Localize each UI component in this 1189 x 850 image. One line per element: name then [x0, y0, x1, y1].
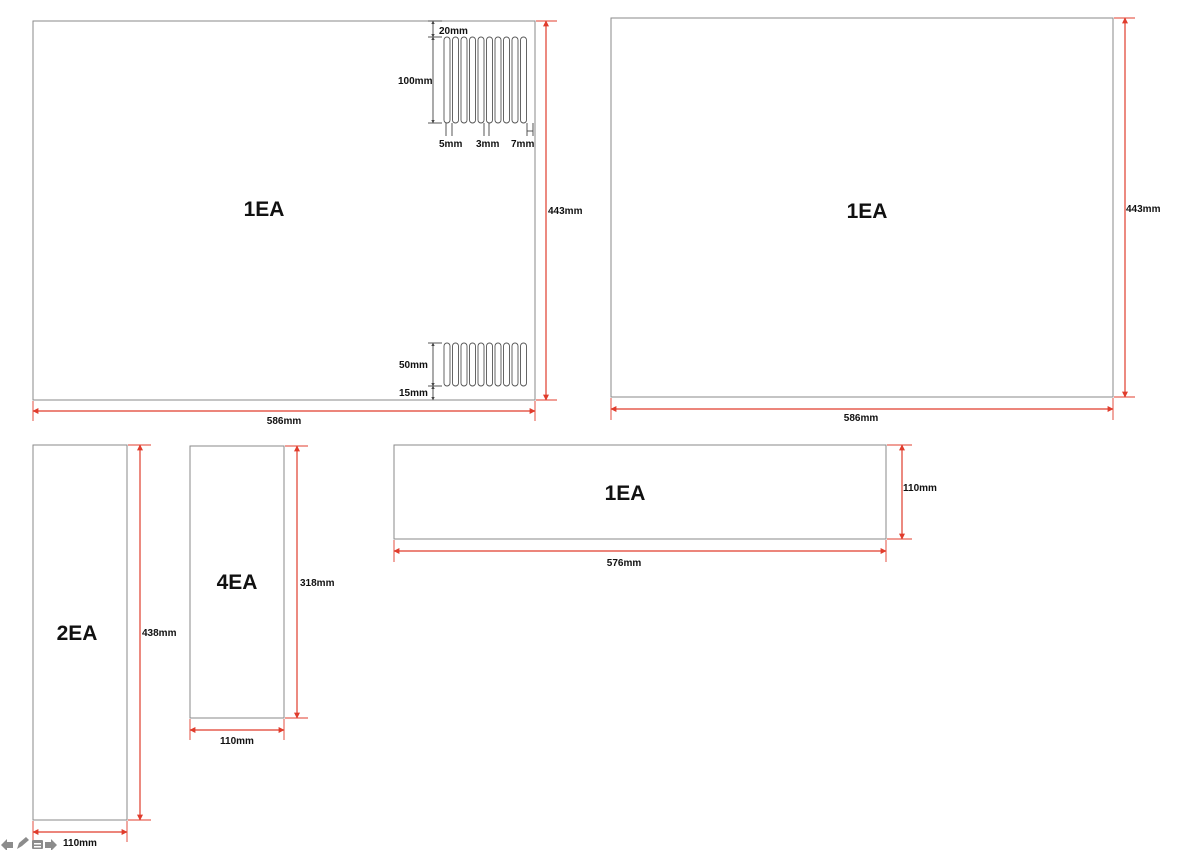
panel-narrow-left-qty: 2EA — [57, 622, 98, 645]
panel-narrow-left-width-label: 110mm — [63, 838, 97, 849]
panel-narrow-left: 2EA 438mm 110mm — [32, 444, 177, 849]
panel-top-left-width-label: 586mm — [267, 416, 302, 427]
panel-top-left-height-label: 443mm — [548, 206, 583, 217]
panel-strip-height-label: 110mm — [903, 483, 937, 494]
slot-edge-label: 7mm — [511, 139, 534, 150]
slot-dimensions — [428, 20, 534, 401]
slot-top-margin-label: 20mm — [439, 26, 468, 37]
panel-top-left: 20mm 100mm 5mm 3mm 7mm 50mm 15mm 1EA 443… — [32, 20, 583, 427]
pencil-icon[interactable] — [17, 837, 29, 849]
panel-top-right-height-label: 443mm — [1126, 204, 1161, 215]
panel-strip: 1EA 110mm 576mm — [393, 444, 937, 569]
slot-length-top-label: 100mm — [398, 76, 433, 87]
panel-strip-qty: 1EA — [605, 482, 646, 505]
slot-group-top — [443, 36, 527, 124]
nav-icons — [1, 837, 57, 850]
panel-top-left-qty: 1EA — [244, 198, 285, 221]
slot-width-label: 5mm — [439, 139, 462, 150]
panel-narrow-mid-height-label: 318mm — [300, 578, 335, 589]
panel-narrow-mid-width-label: 110mm — [220, 736, 254, 747]
back-arrow-icon[interactable] — [1, 839, 13, 850]
panel-top-right: 1EA 443mm 586mm — [610, 17, 1161, 424]
slot-group-bottom — [443, 342, 527, 387]
panel-narrow-mid: 4EA 318mm 110mm — [189, 445, 335, 747]
panel-strip-width-label: 576mm — [607, 558, 642, 569]
panel-top-right-width-label: 586mm — [844, 413, 879, 424]
panel-narrow-mid-qty: 4EA — [217, 571, 258, 594]
panel-narrow-left-height-label: 438mm — [142, 628, 177, 639]
slot-bottom-margin-label: 15mm — [399, 388, 428, 399]
slide-icon[interactable] — [32, 840, 43, 849]
panel-top-right-qty: 1EA — [847, 200, 888, 223]
slot-gap-label: 3mm — [476, 139, 499, 150]
slot-length-bottom-label: 50mm — [399, 360, 428, 371]
forward-arrow-icon[interactable] — [45, 839, 57, 850]
